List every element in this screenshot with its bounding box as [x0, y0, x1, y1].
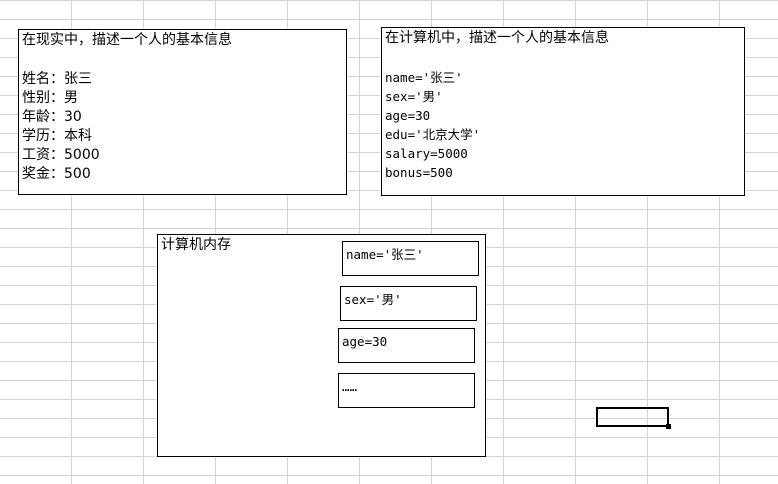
- real-sex-line: 性别：男: [22, 90, 78, 106]
- computer-edu-line: edu='北京大学': [385, 127, 481, 142]
- memory-cell-age: age=30: [338, 328, 475, 363]
- computer-box-title: 在计算机中，描述一个人的基本信息: [385, 30, 609, 46]
- memory-cell-sex: sex='男': [340, 286, 477, 321]
- fill-handle[interactable]: [666, 424, 671, 429]
- computer-salary-line: salary=5000: [385, 146, 468, 161]
- memory-cell-ellipsis: ……: [338, 373, 475, 408]
- selected-spreadsheet-cell[interactable]: [596, 407, 669, 427]
- computer-bonus-line: bonus=500: [385, 165, 453, 180]
- real-age-line: 年龄：30: [22, 109, 82, 125]
- computer-name-line: name='张三': [385, 70, 463, 85]
- computer-info-box: 在计算机中，描述一个人的基本信息 name='张三' sex='男' age=3…: [381, 27, 745, 196]
- real-name-line: 姓名：张三: [22, 71, 92, 87]
- memory-box-title: 计算机内存: [161, 237, 231, 253]
- real-bonus-line: 奖金：500: [22, 166, 91, 182]
- computer-age-line: age=30: [385, 108, 431, 123]
- real-world-box-title: 在现实中，描述一个人的基本信息: [22, 32, 232, 48]
- memory-cell-name: name='张三': [342, 241, 479, 276]
- real-education-line: 学历：本科: [22, 128, 92, 144]
- computer-sex-line: sex='男': [385, 89, 443, 104]
- real-world-info-box: 在现实中，描述一个人的基本信息 姓名：张三 性别：男 年龄：30 学历：本科 工…: [18, 29, 347, 195]
- real-salary-line: 工资：5000: [22, 147, 100, 163]
